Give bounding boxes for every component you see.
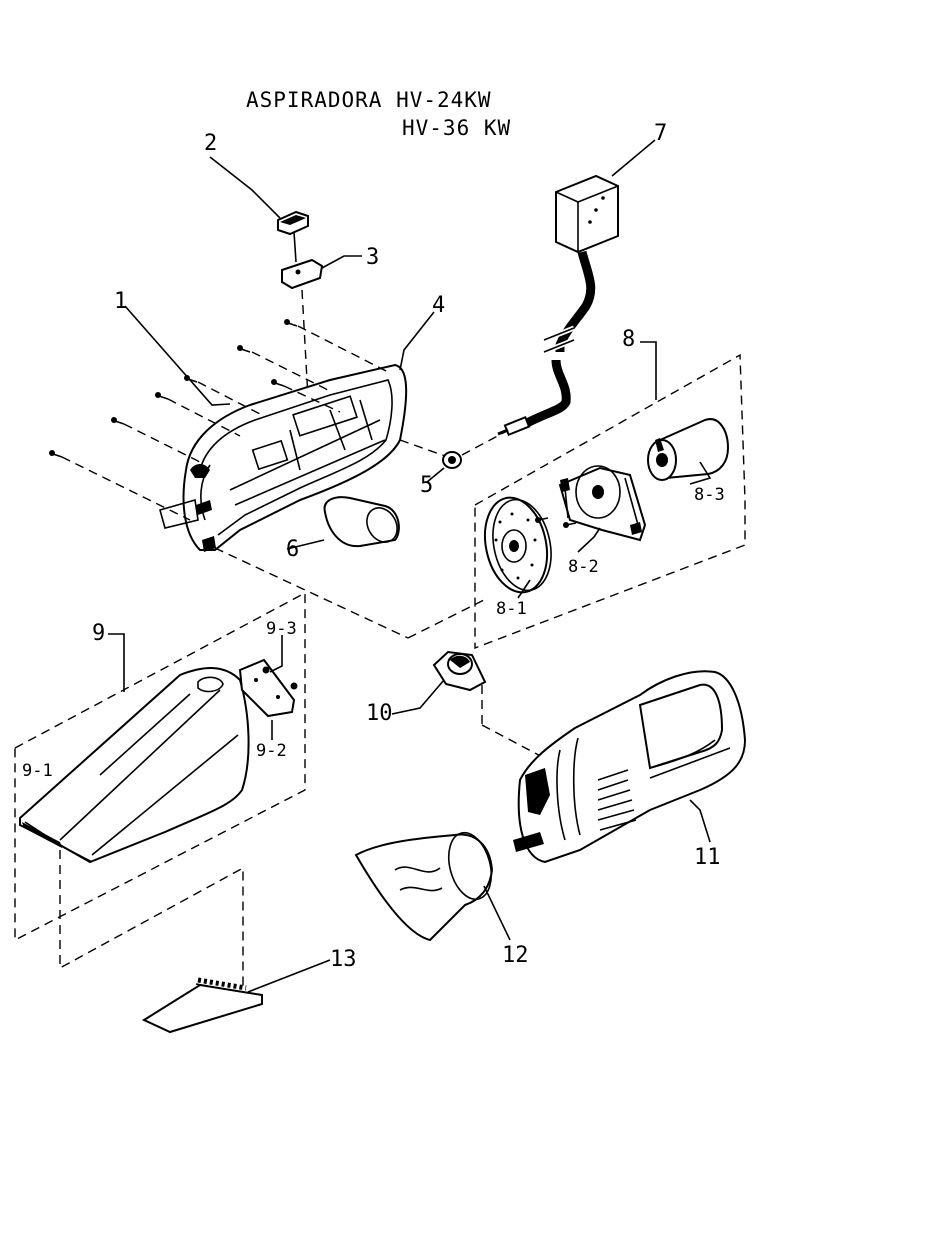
title-line-1: ASPIRADORA HV-24KW (246, 88, 492, 112)
part-12-filter-bag (356, 828, 498, 940)
callout-8-2: 8-2 (568, 557, 599, 577)
part-8-3-motor (648, 419, 728, 480)
part-3-switch-plate (282, 260, 322, 288)
part-7-charger-adapter (498, 176, 618, 435)
callout-8: 8 (622, 327, 635, 352)
part-11-main-body (513, 671, 745, 862)
callout-9: 9 (92, 621, 105, 646)
part-10-valve (434, 652, 485, 690)
part-9-1-nozzle (20, 668, 249, 862)
part-6-battery-pack (325, 497, 404, 547)
callout-3: 3 (366, 245, 379, 270)
callout-12: 12 (502, 943, 529, 968)
callout-5: 5 (420, 473, 433, 498)
callout-6: 6 (286, 537, 299, 562)
callout-9-1: 9-1 (22, 761, 53, 781)
part-8-1-fan (477, 492, 559, 598)
callout-1: 1 (114, 289, 127, 314)
callout-9-3: 9-3 (266, 619, 297, 639)
part-13-filter-blade (144, 980, 262, 1032)
part-5-connector (443, 452, 461, 468)
part-8-2-motor-bracket (535, 466, 645, 540)
callout-8-1: 8-1 (496, 599, 527, 619)
callout-4: 4 (432, 293, 445, 318)
part-13-guide-box (60, 850, 243, 1000)
callout-9-2: 9-2 (256, 741, 287, 761)
callout-13: 13 (330, 947, 357, 972)
callout-11: 11 (694, 845, 721, 870)
part-2-switch-button (278, 212, 308, 234)
callout-10: 10 (366, 701, 393, 726)
callout-7: 7 (654, 121, 667, 146)
title-line-2: HV-36 KW (402, 116, 511, 140)
callout-8-3: 8-3 (694, 485, 725, 505)
callout-2: 2 (204, 131, 217, 156)
